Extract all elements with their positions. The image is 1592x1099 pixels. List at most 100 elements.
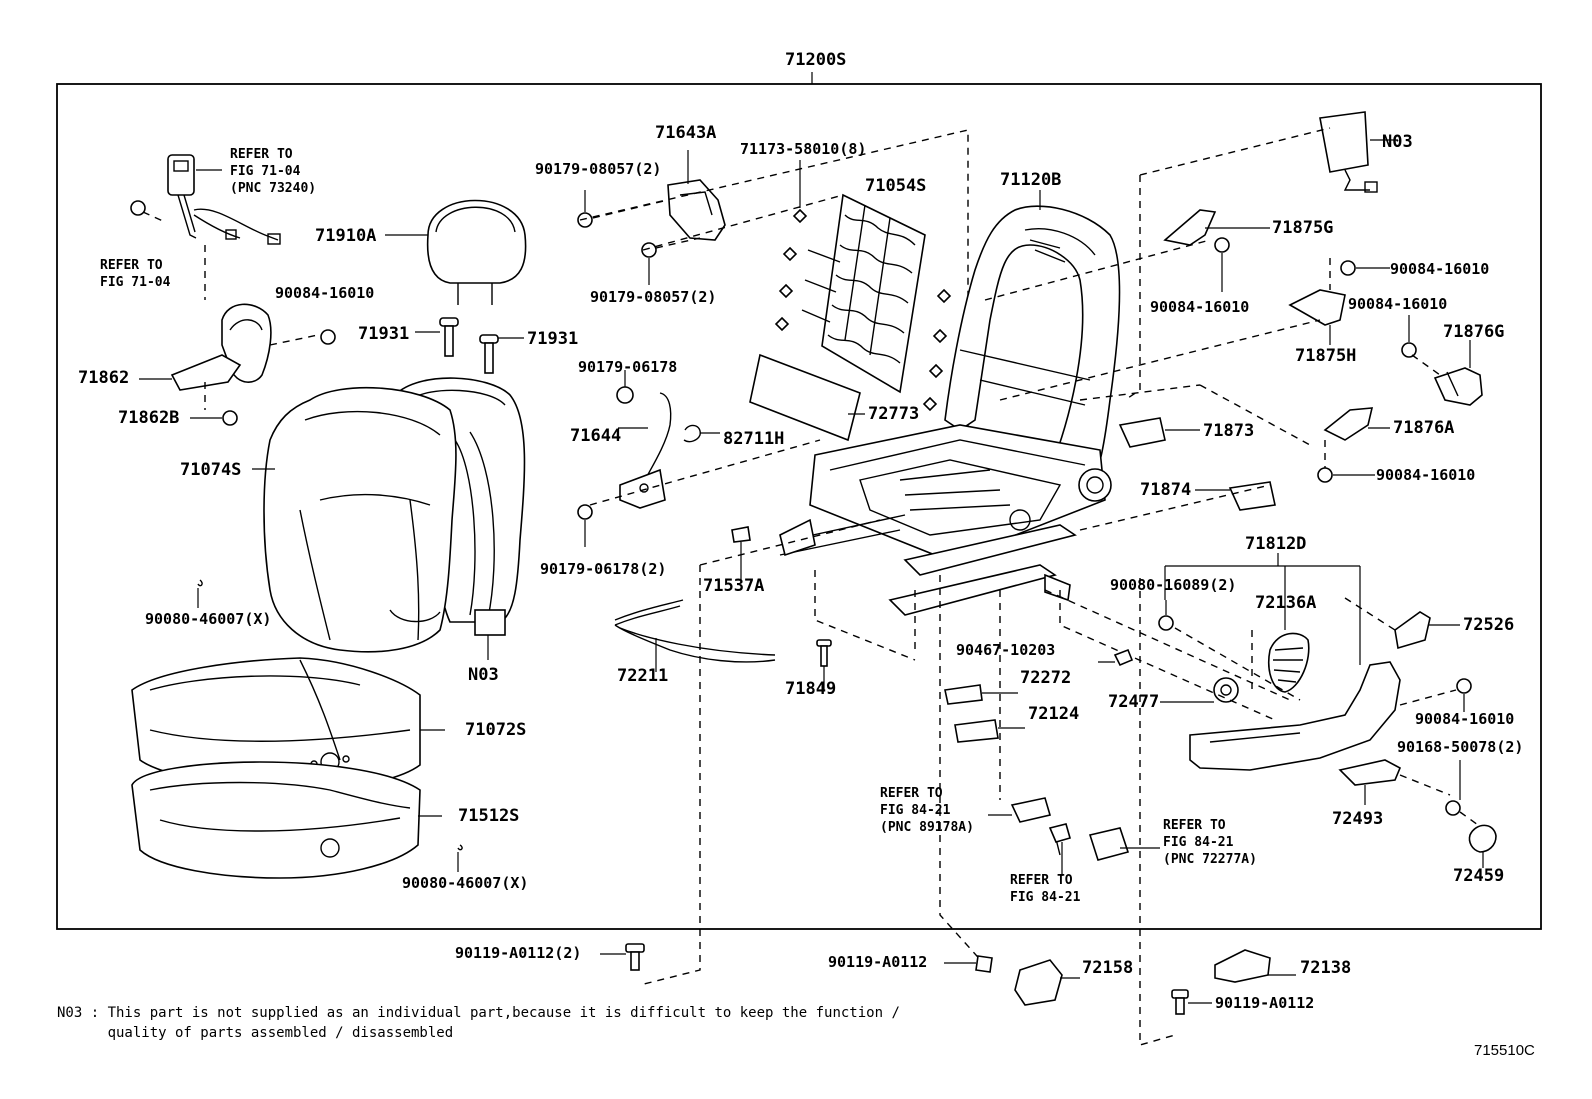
part-71874 <box>1079 481 1276 531</box>
part-71875H <box>999 258 1390 401</box>
label-90084-b: 90084-16010 <box>1390 260 1490 278</box>
seat-cushion-pad <box>131 761 463 879</box>
label-72272: 72272 <box>1020 668 1072 688</box>
label-71054S: 71054S <box>865 176 927 196</box>
part-71173-clips <box>774 160 952 412</box>
label-90084-c: 90084-16010 <box>1348 295 1448 313</box>
part-72773-pad <box>749 353 865 442</box>
label-N03-top: N03 <box>1382 132 1413 152</box>
part-72526 <box>1344 597 1460 650</box>
label-90179-06178-2: 90179-06178(2) <box>540 560 667 578</box>
part-72459-knob <box>1468 824 1497 868</box>
label-71874: 71874 <box>1140 480 1192 500</box>
seat-belt-buckle <box>130 154 281 300</box>
part-N03-airbag <box>1319 111 1398 193</box>
part-71876G <box>1401 315 1483 406</box>
label-72158: 72158 <box>1082 958 1134 978</box>
label-71173: 71173-58010(8) <box>740 140 867 158</box>
label-71931-b: 71931 <box>527 329 579 349</box>
label-72136A: 72136A <box>1255 593 1317 613</box>
label-90119-A0112-2: 90119-A0112(2) <box>455 944 582 962</box>
part-90084-lower <box>1399 678 1472 712</box>
part-72493-lever <box>1338 759 1451 805</box>
part-71873 <box>1118 417 1200 448</box>
part-72272 <box>944 684 1018 705</box>
label-90080-46007-b: 90080-46007(X) <box>402 874 529 892</box>
seat-cushion-frame <box>779 424 1112 616</box>
label-71643A: 71643A <box>655 123 717 143</box>
part-90119-A0112-a <box>944 955 993 973</box>
ref-fig-84-21: REFER TO FIG 84-21 <box>1010 873 1081 905</box>
label-72526: 72526 <box>1463 615 1515 635</box>
label-90179-06178: 90179-06178 <box>578 358 678 376</box>
label-90080-16089: 90080-16089(2) <box>1110 576 1237 594</box>
headrest-guides <box>415 317 524 374</box>
ref-fig-84-21-pnc-72277A: REFER TO FIG 84-21 (PNC 72277A) <box>1163 818 1257 867</box>
label-71875G: 71875G <box>1272 218 1334 238</box>
label-72477: 72477 <box>1108 692 1160 712</box>
label-71875H: 71875H <box>1295 346 1357 366</box>
connector-89178A <box>988 797 1071 876</box>
label-71074S: 71074S <box>180 460 242 480</box>
label-71537A: 71537A <box>703 576 765 596</box>
label-71876G: 71876G <box>1443 322 1505 342</box>
part-71644-cable <box>577 370 821 547</box>
label-72211: 72211 <box>617 666 669 686</box>
label-72138: 72138 <box>1300 958 1352 978</box>
part-71875G <box>984 209 1270 301</box>
ref-fig-71-04-pnc-73240: REFER TO FIG 71-04 (PNC 73240) <box>230 147 317 196</box>
connector-72277A <box>1088 827 1160 861</box>
part-72158 <box>1014 959 1080 1006</box>
label-71200S: 71200S <box>785 50 847 70</box>
ref-fig-71-04: REFER TO FIG 71-04 <box>100 258 171 290</box>
label-71512S: 71512S <box>458 806 520 826</box>
label-72773: 72773 <box>868 404 920 424</box>
part-71537A <box>731 526 751 582</box>
n03-footnote: N03 : This part is not supplied as an in… <box>57 1005 900 1041</box>
label-90119-A0112-a: 90119-A0112 <box>828 953 928 971</box>
label-90467: 90467-10203 <box>956 641 1056 659</box>
label-90168: 90168-50078(2) <box>1397 738 1524 756</box>
part-90467 <box>1098 648 1134 667</box>
part-90080-16089 <box>1158 600 1301 701</box>
label-71644: 71644 <box>570 426 622 446</box>
seat-cushion-cover <box>131 657 445 791</box>
label-90119-A0112-b: 90119-A0112 <box>1215 994 1315 1012</box>
label-71862: 71862 <box>78 368 130 388</box>
label-71931-a: 71931 <box>358 324 410 344</box>
part-71849 <box>816 639 832 690</box>
label-90084-f: 90084-16010 <box>275 284 375 302</box>
label-71910A: 71910A <box>315 226 377 246</box>
part-72477 <box>1044 589 1291 703</box>
part-90119-A0112-b <box>1171 989 1212 1015</box>
part-71643A <box>577 150 726 285</box>
label-N03-low: N03 <box>468 665 499 685</box>
seat-side-shield <box>1164 553 1401 771</box>
seat-back-spring <box>801 193 926 394</box>
label-71812D: 71812D <box>1245 534 1307 554</box>
label-71876A: 71876A <box>1393 418 1455 438</box>
part-72124 <box>954 719 1025 743</box>
label-71873: 71873 <box>1203 421 1255 441</box>
label-71862B: 71862B <box>118 408 180 428</box>
label-90084-e: 90084-16010 <box>1415 710 1515 728</box>
label-90179-08057-a: 90179-08057(2) <box>535 160 662 178</box>
label-72124: 72124 <box>1028 704 1080 724</box>
part-72138 <box>1214 949 1296 983</box>
headrest <box>385 199 527 305</box>
label-72493: 72493 <box>1332 809 1384 829</box>
label-90080-46007-a: 90080-46007(X) <box>145 610 272 628</box>
part-90168 <box>1445 760 1479 826</box>
label-90179-08057-b: 90179-08057(2) <box>590 288 717 306</box>
ref-fig-84-21-pnc-89178A: REFER TO FIG 84-21 (PNC 89178A) <box>880 786 974 835</box>
label-72459: 72459 <box>1453 866 1505 886</box>
label-71849: 71849 <box>785 679 837 699</box>
part-90119-A0112-2 <box>600 943 645 971</box>
label-71072S: 71072S <box>465 720 527 740</box>
part-72211-wire <box>614 599 776 672</box>
part-72136A <box>1251 566 1310 693</box>
part-71876A <box>1199 384 1390 483</box>
part-71862-cover <box>139 303 336 426</box>
